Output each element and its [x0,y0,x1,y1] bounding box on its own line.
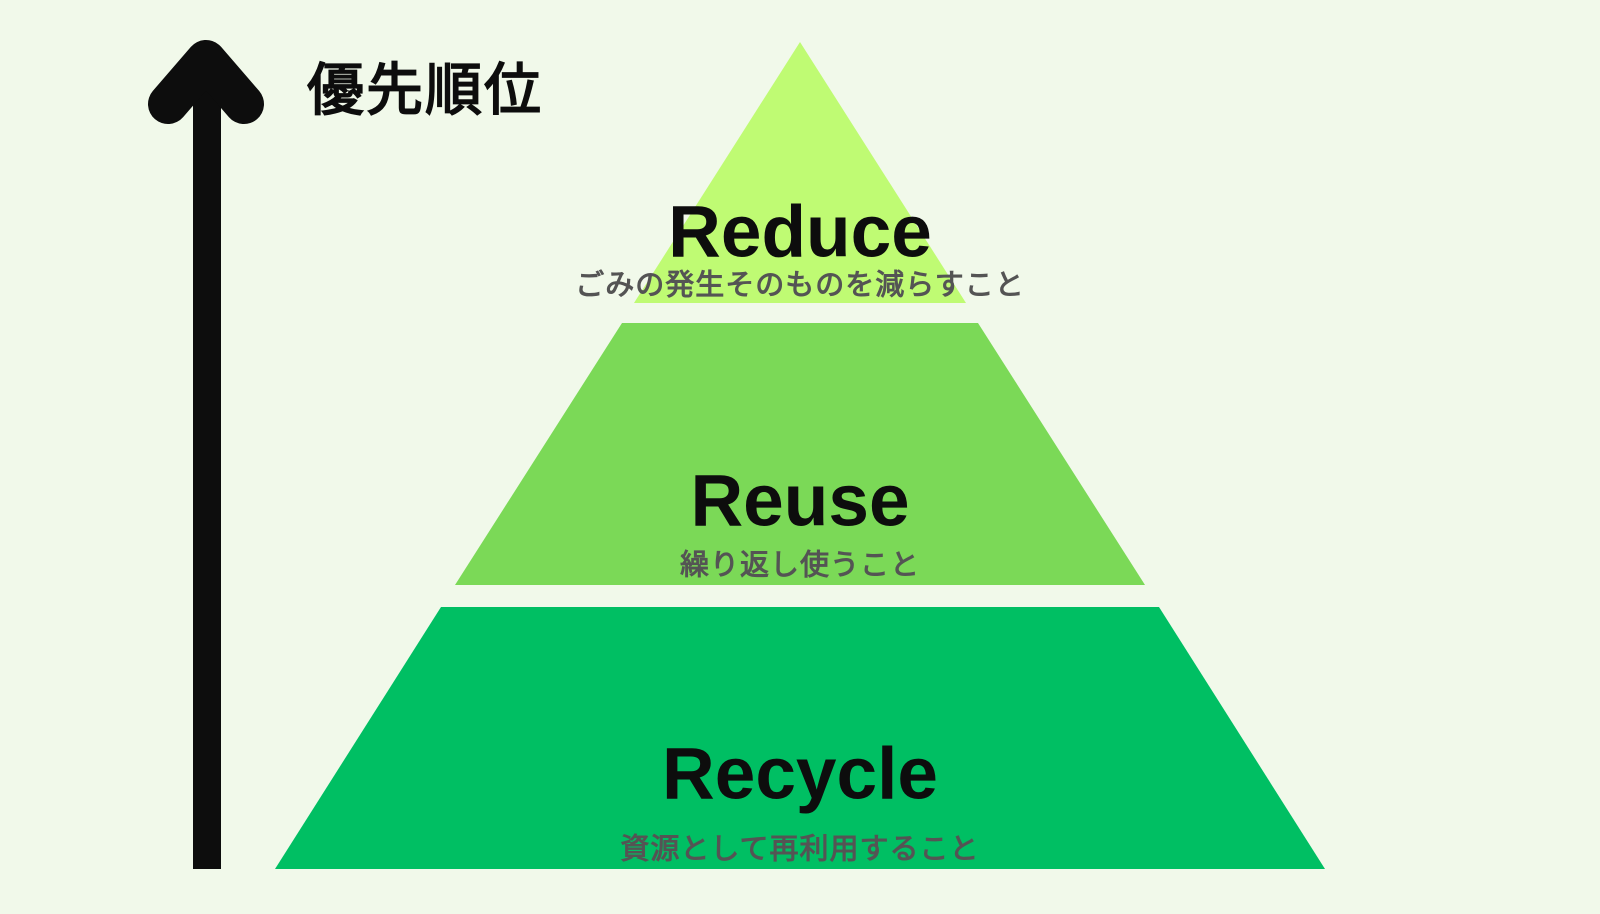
pyramid-layer-reuse [455,323,1145,585]
layer-description-reduce: ごみの発生そのものを減らすこと [575,269,1025,302]
layer-label-reduce: Reduce [668,191,932,273]
layer-description-recycle: 資源として再利用すること [620,833,980,866]
priority-arrow-icon [148,40,264,869]
page-title: 優先順位 [307,58,543,123]
arrow-head-icon [148,40,264,124]
layer-label-reuse: Reuse [690,460,910,542]
pyramid-layer-recycle [275,607,1325,869]
layer-label-recycle: Recycle [662,733,938,815]
pyramid-layer-reduce [634,42,966,303]
layer-description-reuse: 繰り返し使うこと [679,549,921,582]
